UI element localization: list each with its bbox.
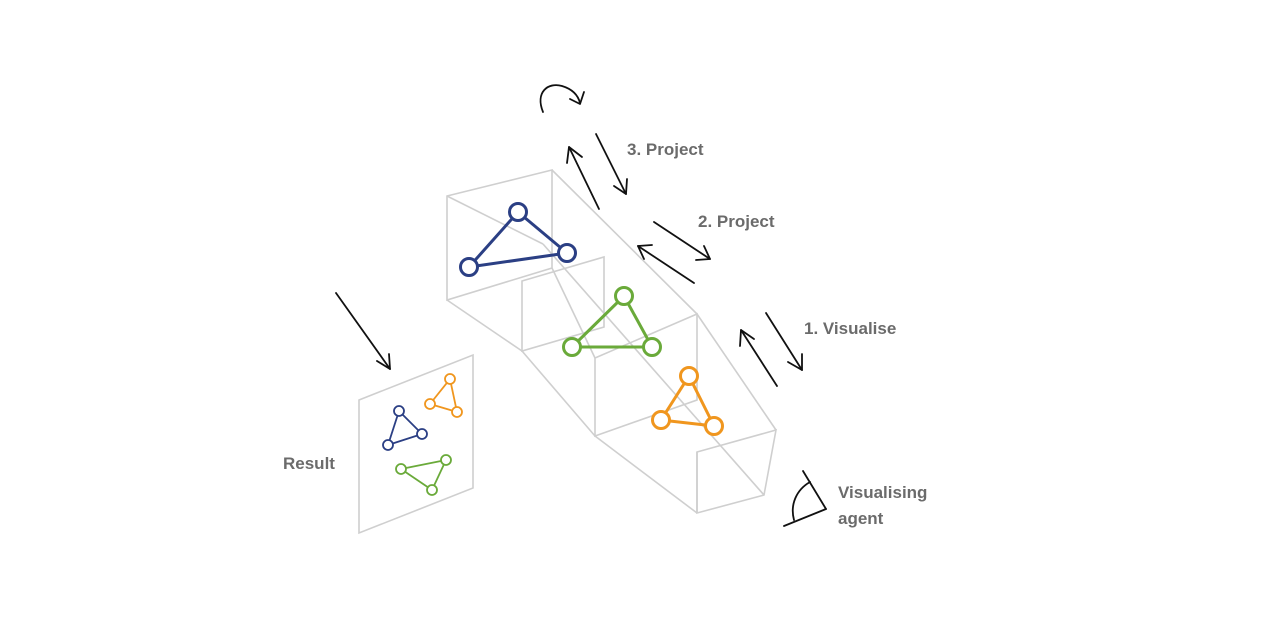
frame-bottom (696, 428, 778, 515)
result-orange-triangle (424, 373, 463, 418)
eye-icon (783, 470, 827, 527)
navy-node (459, 257, 479, 277)
edge-diag-2 (551, 267, 596, 359)
result-green-node (440, 454, 452, 466)
edge-right (696, 313, 777, 431)
projection-frames (446, 168, 778, 515)
edge-bottom (521, 350, 596, 437)
agent-label-line2: agent (838, 509, 884, 528)
orange-node (704, 416, 724, 436)
edge-top (551, 169, 698, 315)
green-node (562, 337, 582, 357)
result-navy-triangle (382, 405, 428, 451)
result-navy-node (416, 428, 428, 440)
navy-node (557, 243, 577, 263)
edge-bottom-2 (594, 435, 698, 514)
orange-triangle (651, 366, 724, 436)
orange-node (679, 366, 699, 386)
green-triangle (562, 286, 662, 357)
rotate-icon (539, 84, 585, 113)
orange-node (651, 410, 671, 430)
process-arrows (335, 133, 803, 387)
arrow-down-1 (765, 312, 803, 371)
agent-label-line1: Visualising (838, 483, 927, 502)
result-orange-node (451, 406, 463, 418)
arrow-to-result (335, 292, 391, 370)
result-navy-node (382, 439, 394, 451)
arrow-down-3 (595, 133, 628, 195)
arrow-up-1 (739, 329, 778, 387)
result-panel (358, 353, 474, 535)
result-green-node (395, 463, 407, 475)
green-node (614, 286, 634, 306)
step3-label: 3. Project (627, 140, 704, 159)
navy-triangle (459, 202, 577, 277)
result-orange-node (424, 398, 436, 410)
step1-label: 1. Visualise (804, 319, 896, 338)
green-node (642, 337, 662, 357)
arrow-up-2 (637, 244, 695, 284)
navy-node (508, 202, 528, 222)
edge-top-left (446, 195, 544, 245)
result-label: Result (283, 454, 335, 473)
edge-diag-1 (542, 243, 765, 496)
edge-bottom-left (446, 299, 523, 352)
step2-label: 2. Project (698, 212, 775, 231)
result-green-triangle (395, 454, 452, 496)
frame-middle (521, 255, 605, 353)
result-orange-node (444, 373, 456, 385)
arrow-down-2 (653, 221, 711, 261)
result-navy-node (393, 405, 405, 417)
arrow-up-3 (566, 146, 600, 210)
result-green-node (426, 484, 438, 496)
frame-front (594, 312, 698, 438)
